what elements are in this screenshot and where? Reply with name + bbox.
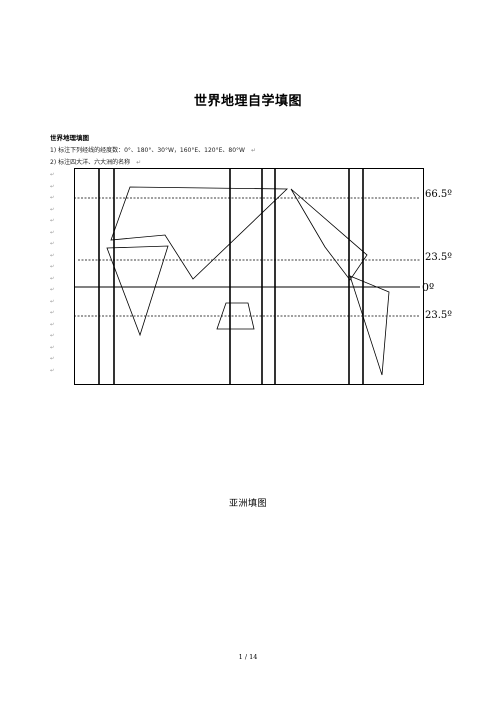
meridian-lines	[98, 168, 364, 385]
page-number: 1 / 14	[238, 653, 258, 661]
south-america-outline	[106, 245, 169, 337]
paragraph-mark: ↵	[50, 206, 55, 213]
page-title: 世界地理自学填图	[193, 94, 302, 109]
paragraph-mark: ↵	[50, 218, 55, 224]
section-heading: 世界地理填图	[50, 134, 89, 142]
paragraph-mark: ↵	[50, 172, 55, 178]
australia-outline	[349, 275, 390, 376]
paragraph-mark: ↵	[50, 356, 55, 362]
paragraph-mark: ↵	[136, 159, 142, 166]
paragraph-mark: ↵	[50, 321, 55, 328]
latitude-label-tropic-north: 23.5º	[425, 252, 452, 263]
paragraph-mark: ↵	[50, 287, 55, 293]
paragraph-mark: ↵	[50, 252, 55, 259]
instruction-1-text: 1) 标注下列经线的经度数：0°、180°、30°W，160°E、120°E、8…	[50, 147, 245, 154]
paragraph-mark: ↵	[50, 344, 55, 351]
paragraph-mark: ↵	[50, 229, 55, 236]
paragraph-mark: ↵	[50, 241, 55, 247]
asia-map-subtitle: 亚洲填图	[228, 499, 267, 509]
latitude-label-tropic-south: 23.5º	[425, 310, 452, 321]
instruction-2-text: 2) 标注四大洋、六大洲的名称	[50, 159, 131, 166]
latitude-label-arctic: 66.5º	[425, 189, 452, 200]
paragraph-mark: ↵	[50, 333, 55, 339]
paragraph-mark: ↵	[50, 298, 55, 305]
africa-outline	[216, 302, 255, 330]
latitude-label-equator: 0º	[422, 281, 435, 294]
instruction-2: 2) 标注四大洋、六大洲的名称 ↵	[50, 157, 141, 166]
world-map-frame	[74, 168, 424, 385]
paragraph-mark: ↵	[250, 147, 256, 154]
paragraph-mark: ↵	[50, 183, 55, 190]
paragraph-mark: ↵	[50, 264, 55, 270]
instruction-1: 1) 标注下列经线的经度数：0°、180°、30°W，160°E、120°E、8…	[50, 145, 256, 154]
paragraph-mark: ↵	[50, 367, 55, 374]
paragraph-marks-column: ↵ ↵ ↵ ↵ ↵ ↵ ↵ ↵ ↵ ↵ ↵ ↵ ↵ ↵ ↵ ↵ ↵ ↵	[50, 170, 60, 377]
eurasia-outline	[290, 188, 368, 281]
north-america-outline	[110, 186, 288, 280]
paragraph-mark: ↵	[50, 275, 55, 282]
paragraph-mark: ↵	[50, 195, 55, 201]
paragraph-mark: ↵	[50, 310, 55, 316]
